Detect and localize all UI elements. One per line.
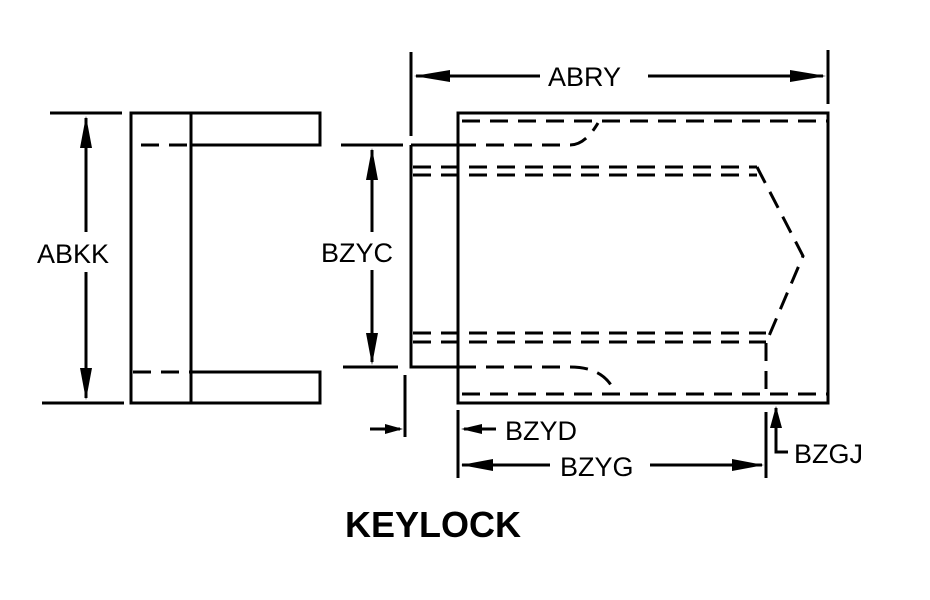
arrow-left-icon bbox=[414, 70, 450, 82]
front-view bbox=[409, 111, 830, 405]
label-abkk: ABKK bbox=[37, 239, 109, 269]
hidden-line-top-curve bbox=[458, 122, 600, 147]
arrow-up-icon bbox=[770, 406, 782, 428]
label-bzgj: BZGJ bbox=[794, 439, 863, 469]
arrow-left-icon bbox=[461, 459, 493, 471]
drawing-title: KEYLOCK bbox=[345, 504, 521, 545]
arrow-left-icon bbox=[461, 424, 482, 434]
front-view-body bbox=[456, 111, 830, 405]
hidden-line-bottom-curve bbox=[458, 365, 617, 394]
label-bzyg: BZYG bbox=[560, 452, 634, 482]
arrow-right-icon bbox=[790, 70, 826, 82]
side-view-web bbox=[129, 111, 193, 405]
arrow-up-icon bbox=[80, 116, 92, 148]
dimension-abry: ABRY bbox=[409, 50, 830, 136]
label-bzyc: BZYC bbox=[321, 238, 393, 268]
arrow-right-icon bbox=[732, 459, 764, 471]
dimension-bzyg: BZYG bbox=[461, 412, 768, 482]
front-view-key-outline bbox=[409, 143, 458, 369]
arrow-right-icon bbox=[385, 424, 403, 434]
label-bzyd: BZYD bbox=[505, 416, 577, 446]
arrow-up-icon bbox=[366, 148, 378, 180]
leader-bzgj: BZGJ bbox=[770, 406, 863, 469]
hidden-line-chevron bbox=[755, 166, 805, 344]
arrow-down-icon bbox=[80, 368, 92, 400]
side-view bbox=[129, 111, 322, 405]
side-view-bottom-flange bbox=[191, 370, 322, 405]
dimension-bzyc: BZYC bbox=[321, 143, 403, 369]
dimension-abkk: ABKK bbox=[37, 111, 124, 405]
arrow-down-icon bbox=[366, 333, 378, 365]
offset-indicator bbox=[370, 375, 407, 437]
label-abry: ABRY bbox=[548, 62, 621, 92]
dimension-bzyd: BZYD bbox=[456, 410, 577, 478]
side-view-top-flange bbox=[191, 111, 322, 147]
